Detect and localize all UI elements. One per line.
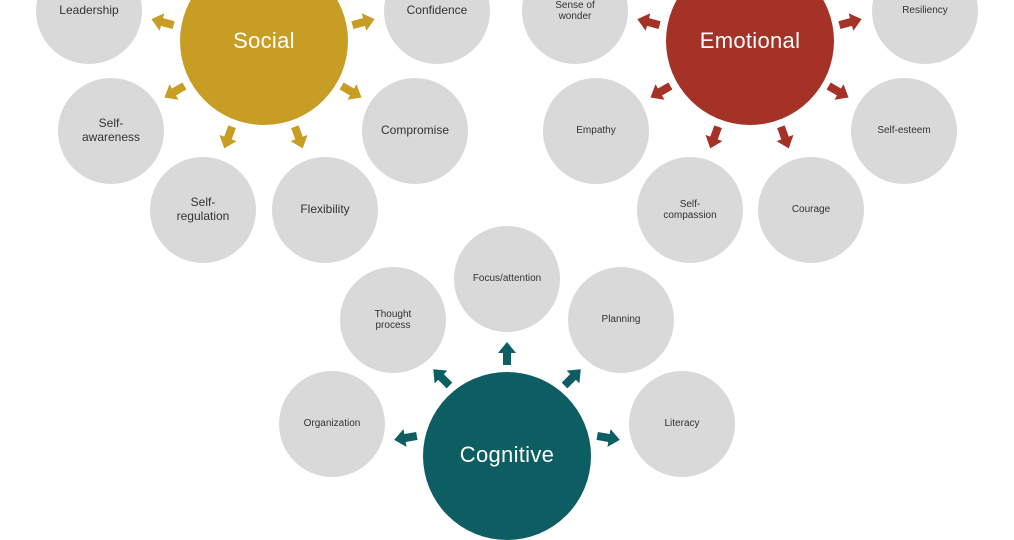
cognitive-hub: Cognitive xyxy=(423,372,591,540)
self-regulation-bubble: Self- regulation xyxy=(150,157,256,263)
cognitive-arrow-focus-attention xyxy=(495,342,519,365)
empathy-bubble: Empathy xyxy=(543,78,649,184)
organization-bubble: Organization xyxy=(279,371,385,477)
social-hub: Social xyxy=(180,0,348,125)
resiliency-bubble: Resiliency xyxy=(872,0,978,64)
social-arrow-leadership xyxy=(150,12,175,32)
self-esteem-bubble: Self-esteem xyxy=(851,78,957,184)
cognitive-arrow-literacy xyxy=(596,428,621,448)
social-arrow-flexibility xyxy=(287,125,311,149)
emotional-arrow-sense-of-wonder xyxy=(636,12,661,32)
leadership-bubble: Leadership xyxy=(36,0,142,64)
social-arrow-confidence xyxy=(351,12,376,32)
emotional-arrow-resiliency xyxy=(838,12,863,32)
emotional-hub: Emotional xyxy=(666,0,834,125)
self-compassion-bubble: Self- compassion xyxy=(637,157,743,263)
social-arrow-self-awareness xyxy=(162,82,187,102)
planning-bubble: Planning xyxy=(568,267,674,373)
literacy-bubble: Literacy xyxy=(629,371,735,477)
sense-of-wonder-bubble: Sense of wonder xyxy=(522,0,628,64)
social-arrow-compromise xyxy=(339,82,364,102)
self-awareness-bubble: Self- awareness xyxy=(58,78,164,184)
cognitive-arrow-organization xyxy=(393,428,418,448)
flexibility-bubble: Flexibility xyxy=(272,157,378,263)
emotional-arrow-self-esteem xyxy=(826,82,851,102)
emotional-arrow-empathy xyxy=(648,82,673,102)
social-arrow-self-regulation xyxy=(216,125,240,149)
emotional-arrow-courage xyxy=(773,125,797,149)
cognitive-arrow-planning xyxy=(561,367,585,389)
emotional-arrow-self-compassion xyxy=(702,125,726,149)
focus-attention-bubble: Focus/attention xyxy=(454,226,560,332)
compromise-bubble: Compromise xyxy=(362,78,468,184)
thought-process-bubble: Thought process xyxy=(340,267,446,373)
cognitive-arrow-thought-process xyxy=(429,367,453,389)
confidence-bubble: Confidence xyxy=(384,0,490,64)
courage-bubble: Courage xyxy=(758,157,864,263)
